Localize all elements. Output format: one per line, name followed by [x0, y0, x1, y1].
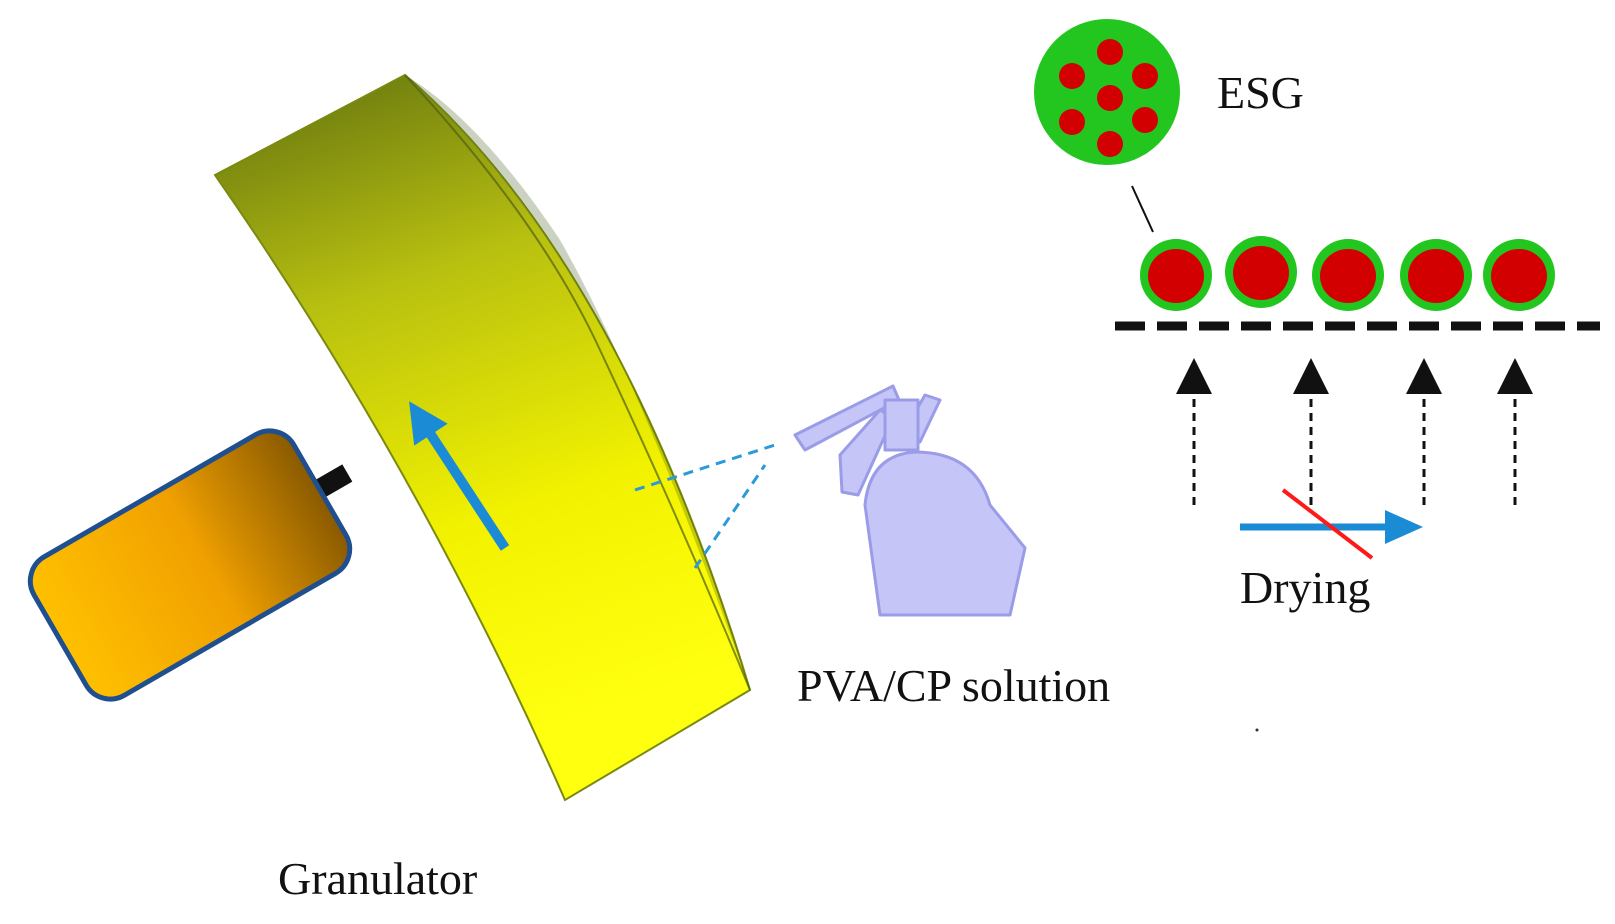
- motor-box-icon: [27, 428, 353, 702]
- granule-icon: [1140, 239, 1212, 311]
- spray-bottle-icon: [793, 384, 1027, 617]
- rotation-arrow-icon: [409, 401, 510, 551]
- red-strike-line-icon: [1281, 488, 1374, 560]
- esg-magnified-granule-icon: [1034, 19, 1180, 233]
- air-arrow-icon: [1497, 358, 1533, 505]
- granulator-drum-icon: [213, 73, 752, 802]
- air-arrow-icon: [1293, 358, 1329, 505]
- esg-label: ESG: [1217, 67, 1304, 118]
- solution-label: PVA/CP solution: [797, 660, 1111, 711]
- stray-dot: [1255, 728, 1259, 732]
- air-arrow-icon: [1176, 358, 1212, 505]
- drying-label: Drying: [1240, 562, 1371, 613]
- granulator-label: Granulator: [278, 853, 478, 904]
- spray-lines: [634, 443, 776, 569]
- granule-icon: [1225, 236, 1297, 308]
- granule-icon: [1312, 239, 1384, 311]
- drying-arrow-icon: [1240, 510, 1423, 544]
- granule-icon: [1400, 239, 1472, 311]
- air-arrow-icon: [1406, 358, 1442, 505]
- air-flow-arrows: [1176, 358, 1533, 505]
- granule-icon: [1483, 239, 1555, 311]
- granule-row: [1140, 236, 1555, 311]
